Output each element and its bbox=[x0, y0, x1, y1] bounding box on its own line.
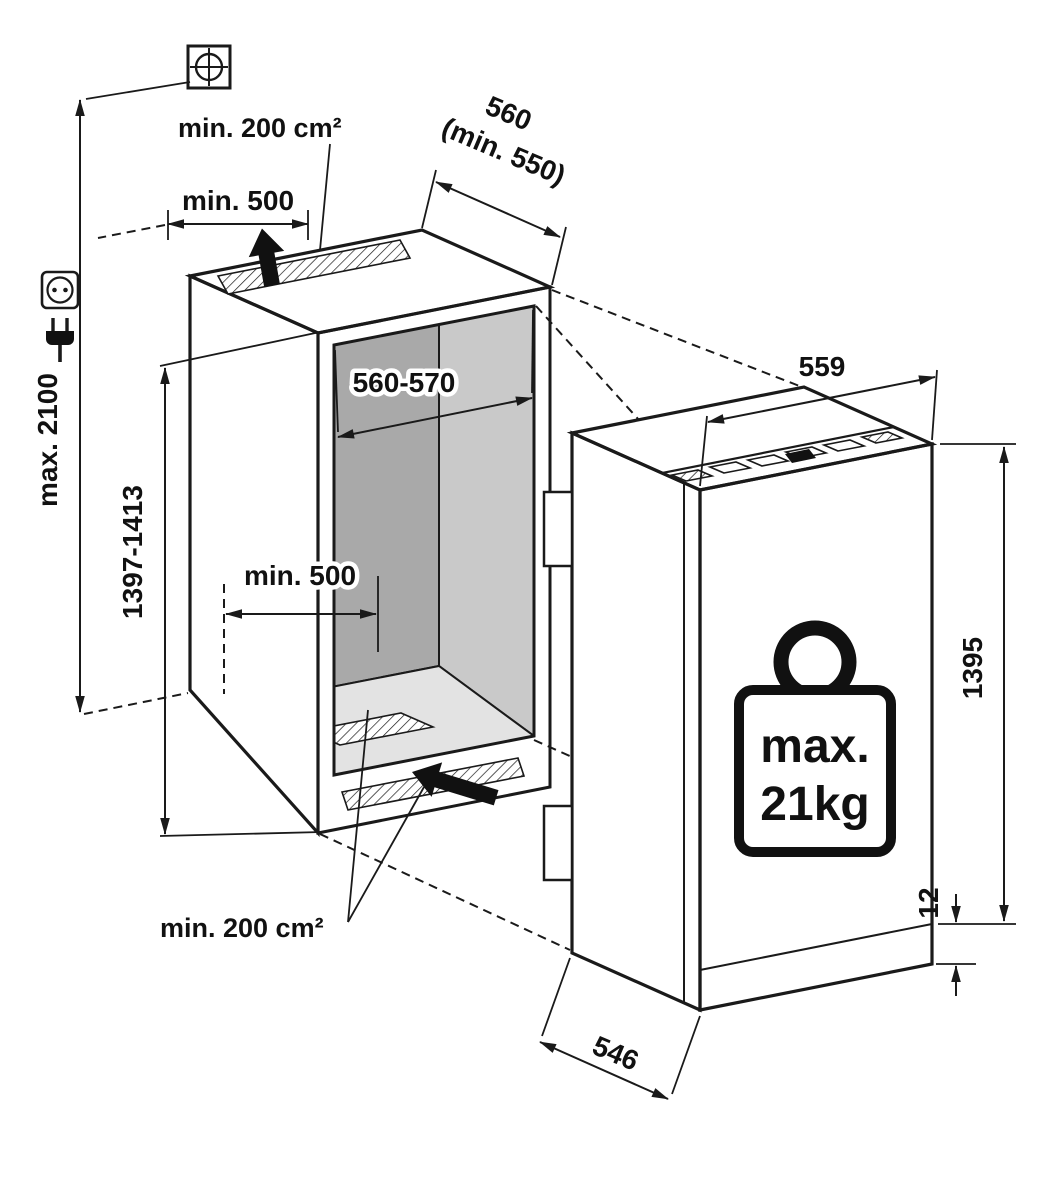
appliance-base bbox=[699, 922, 933, 1012]
niche-floor-vent-hatch bbox=[334, 712, 436, 746]
niche-height-label: 1397-1413 bbox=[117, 485, 148, 619]
appliance-left-face bbox=[570, 430, 702, 1013]
niche-front-frame bbox=[316, 285, 552, 835]
vent-bottom-label: min. 200 cm² bbox=[160, 913, 324, 943]
dim-appliance-width: 559 bbox=[699, 351, 938, 487]
cavity-back-wall bbox=[334, 306, 440, 707]
vent-top-label: min. 200 cm² bbox=[178, 113, 342, 143]
door-weight-icon: max. 21kg bbox=[734, 620, 896, 857]
dim-niche-width: 560-570 bbox=[334, 309, 534, 439]
airflow-in-arrow-icon bbox=[412, 762, 499, 806]
dim-appliance-height: 1395 bbox=[938, 443, 1016, 925]
cavity-side-wall bbox=[438, 306, 534, 738]
appliance-width-label: 559 bbox=[799, 351, 846, 382]
dim-niche-depth: 560 (min. 550) bbox=[421, 90, 570, 286]
appliance-height-label: 1395 bbox=[957, 637, 988, 699]
door-load-label-2: 21kg bbox=[760, 778, 869, 831]
dim-niche-height: 1397-1413 bbox=[117, 331, 323, 837]
niche-left-face bbox=[188, 273, 320, 838]
dim-base-clearance: min. 500 bbox=[225, 556, 379, 652]
niche-cavity bbox=[334, 306, 534, 775]
dim-appliance-depth: 546 bbox=[539, 957, 701, 1100]
clearance-top-label: min. 500 bbox=[182, 185, 294, 216]
dim-base-gap: 12 bbox=[913, 887, 976, 996]
mounting-bracket-bottom bbox=[542, 804, 574, 882]
base-clearance-label: min. 500 bbox=[244, 560, 356, 591]
projection-guides bbox=[83, 224, 803, 951]
power-plug-icon bbox=[46, 318, 74, 362]
dim-socket-height: max. 2100 bbox=[32, 99, 85, 713]
dim-clearance-top: min. 500 bbox=[167, 185, 309, 240]
power-socket-icon bbox=[40, 270, 80, 310]
airflow-up-arrow-icon bbox=[248, 228, 285, 287]
appliance-depth-label: 546 bbox=[588, 1030, 643, 1077]
base-gap-label: 12 bbox=[913, 887, 944, 918]
label-vent-bottom: min. 200 cm² bbox=[160, 709, 425, 943]
appliance: max. 21kg bbox=[542, 385, 938, 1013]
niche-vent-top-hatch bbox=[216, 239, 412, 295]
screw-mark-icon bbox=[85, 44, 232, 100]
niche-width-label: 560-570 bbox=[353, 367, 456, 398]
socket-height-label: max. 2100 bbox=[32, 373, 63, 507]
mounting-bracket-top bbox=[542, 490, 574, 568]
label-vent-top: min. 200 cm² bbox=[178, 113, 342, 251]
niche bbox=[184, 228, 556, 838]
door-load-label-1: max. bbox=[760, 720, 869, 773]
